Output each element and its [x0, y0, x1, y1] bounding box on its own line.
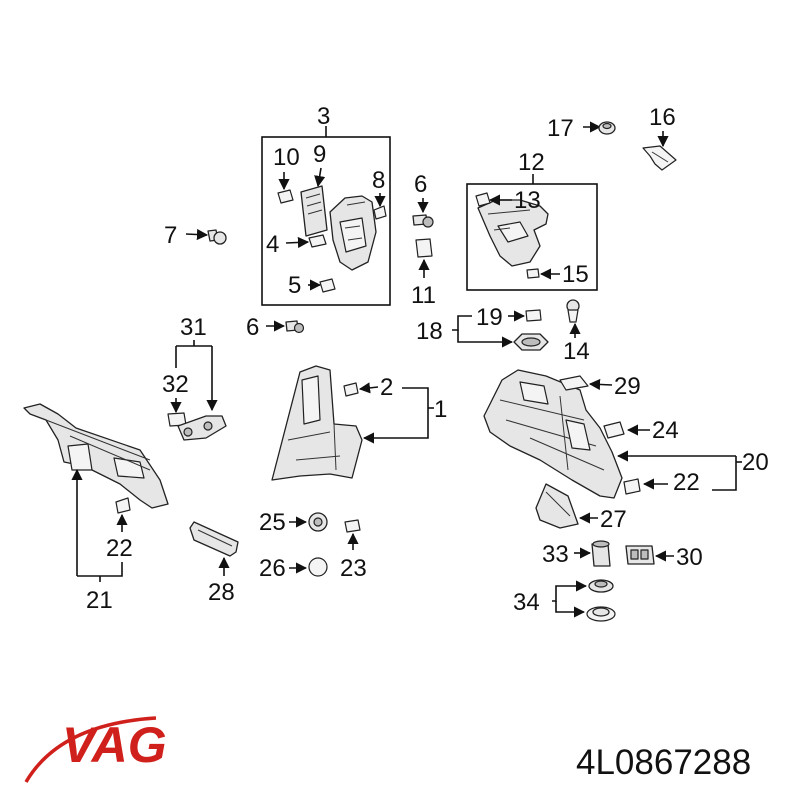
callout-15: 15 [562, 261, 589, 288]
part-24-clip [603, 421, 625, 439]
part-16-bracket [642, 145, 677, 171]
part-13-clip [475, 192, 491, 207]
callout-4: 4 [266, 231, 279, 258]
part-1-pillar-trim [271, 365, 363, 481]
callout-34: 34 [513, 589, 540, 616]
part-28-strip [189, 521, 239, 557]
callout-22-left: 22 [106, 535, 133, 562]
part-26-plug [308, 557, 328, 577]
part-31-bracket [177, 415, 227, 441]
callout-25: 25 [259, 509, 286, 536]
callout-30: 30 [676, 544, 703, 571]
part-21-side-panel [23, 403, 169, 509]
callout-33: 33 [542, 541, 569, 568]
callout-10: 10 [273, 144, 300, 171]
callout-7: 7 [164, 222, 177, 249]
part-14-pin [566, 299, 580, 323]
part-15-clip [526, 268, 540, 279]
part-22-clip-right [623, 478, 641, 495]
callout-12: 12 [518, 149, 545, 176]
callout-20: 20 [742, 449, 769, 476]
callout-3: 3 [317, 103, 330, 130]
part-34-cap [586, 579, 616, 622]
part-25-grommet [308, 512, 328, 532]
callout-6-top: 6 [414, 171, 427, 198]
callout-23: 23 [340, 555, 367, 582]
part-5-clip [319, 278, 336, 293]
part-12-panel [477, 199, 549, 267]
callout-9: 9 [313, 141, 326, 168]
part-33-socket [591, 540, 611, 567]
callout-19: 19 [476, 304, 503, 331]
callout-13: 13 [514, 187, 541, 214]
callout-29: 29 [614, 373, 641, 400]
part-17-cap [598, 121, 616, 135]
callout-26: 26 [259, 555, 286, 582]
callout-21: 21 [86, 587, 113, 614]
brand-name: VAG [62, 717, 167, 773]
callout-27: 27 [600, 506, 627, 533]
part-number: 4L0867288 [576, 743, 751, 782]
callout-22-right: 22 [673, 469, 700, 496]
callout-32: 32 [162, 371, 189, 398]
part-9-strip [300, 185, 328, 237]
part-3-panel [329, 195, 377, 271]
part-8-clip [373, 205, 387, 220]
part-29-clip [559, 375, 589, 391]
part-11-clip [415, 238, 433, 258]
callout-17: 17 [547, 115, 574, 142]
callout-31: 31 [180, 314, 207, 341]
callout-5: 5 [288, 272, 301, 299]
callout-2: 2 [380, 374, 393, 401]
part-20-rear-panel [483, 369, 623, 499]
part-6-bolt-bottom [285, 320, 305, 334]
part-23-clip [344, 519, 361, 533]
callout-24: 24 [652, 417, 679, 444]
callout-16: 16 [649, 104, 676, 131]
part-30-switch [625, 545, 655, 565]
callout-8: 8 [372, 167, 385, 194]
vag-logo: VAG [24, 716, 167, 783]
callout-14: 14 [563, 338, 590, 365]
callout-6-bottom: 6 [246, 314, 259, 341]
callout-28: 28 [208, 579, 235, 606]
part-18-handle [513, 333, 549, 351]
part-4-clip [308, 234, 327, 248]
part-27-bracket [535, 483, 579, 529]
group-box-12 [466, 183, 598, 291]
part-22-clip-left [115, 497, 131, 514]
part-10-clip [277, 189, 294, 204]
part-6-bolt-top [412, 214, 434, 228]
part-7-bolt [185, 228, 227, 245]
callout-1: 1 [434, 396, 447, 423]
part-19-clip [525, 309, 542, 322]
part-2-clip [343, 382, 359, 397]
callout-18: 18 [416, 318, 443, 345]
callout-11: 11 [411, 282, 436, 309]
